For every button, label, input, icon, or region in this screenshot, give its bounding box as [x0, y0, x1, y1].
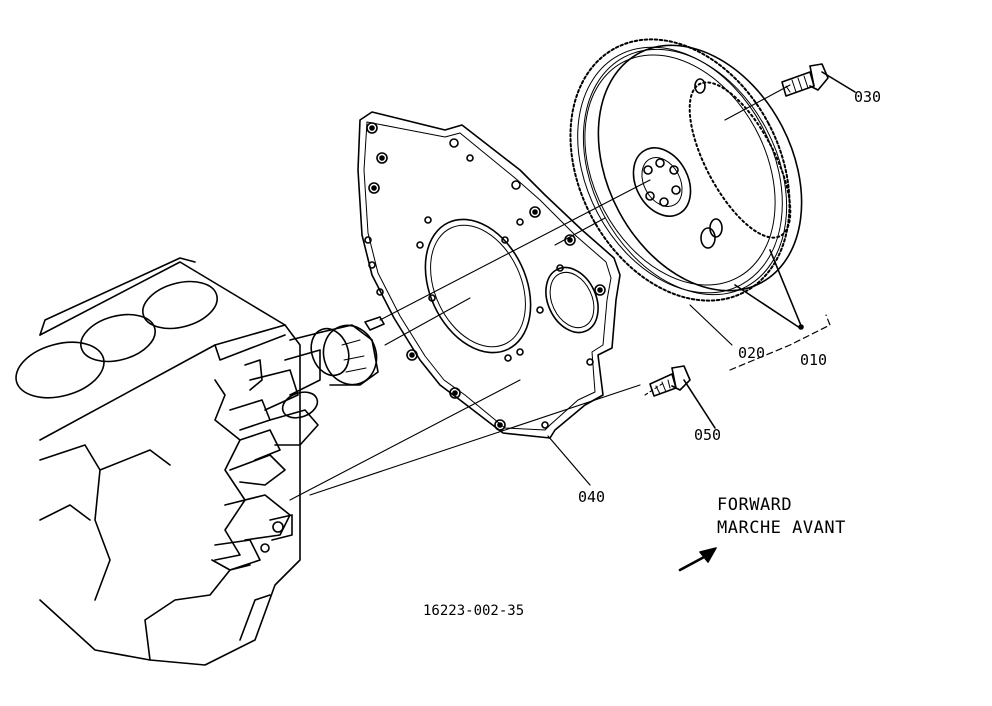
crankshaft	[239, 316, 385, 461]
callout-leaders	[547, 304, 831, 486]
flywheel-bolt	[781, 63, 856, 97]
callout-040: 040	[578, 488, 606, 506]
forward-label: FORWARD	[717, 495, 793, 515]
forward-arrow-icon	[678, 547, 717, 572]
callout-020: 020	[738, 344, 766, 362]
end-plate-bolt	[649, 365, 716, 429]
engine-block	[15, 257, 301, 666]
rear-end-plate	[357, 111, 621, 439]
flywheel-assembly	[569, 38, 804, 330]
assembly-center-lines	[289, 84, 791, 501]
drawing-number: 16223-002-35	[423, 603, 525, 619]
callout-010: 010	[800, 351, 828, 369]
callout-030: 030	[854, 88, 882, 106]
marche-avant-label: MARCHE AVANT	[717, 518, 846, 538]
callout-050: 050	[694, 426, 722, 444]
